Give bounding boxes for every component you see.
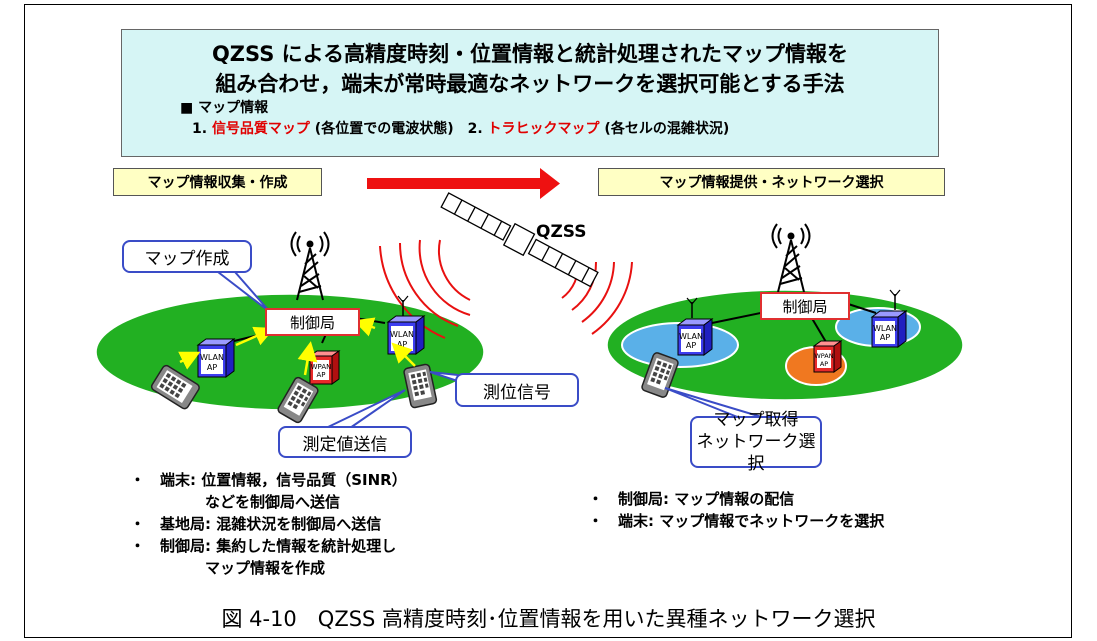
bullet-right-terminal: ・端末: マップ情報でネットワークを選択: [588, 512, 885, 530]
control-station-left: 制御局: [265, 308, 360, 336]
step-collect-create: マップ情報収集・作成: [113, 168, 322, 196]
wlan-label-1: WLAN: [200, 353, 224, 362]
wlan-label-r2: WLAN: [873, 324, 897, 333]
network-select-label: ネットワーク選択: [696, 432, 816, 474]
map-info-items: 1. 信号品質マップ (各位置での電波状態) 2. トラヒックマップ (各セルの…: [192, 118, 729, 138]
ap-label-r2: AP: [880, 333, 890, 342]
qzss-label: QZSS: [536, 222, 587, 242]
left-cell-tower: [290, 231, 330, 301]
wlan-label-r1: WLAN: [679, 332, 703, 341]
wlan-ap-right-1: WLAN AP: [676, 297, 714, 356]
bullet-terminal-cont: などを制御局へ送信: [205, 493, 341, 511]
map-info-title: ■ マップ情報: [180, 100, 269, 116]
bullet-right-control: ・制御局: マップ情報の配信: [588, 490, 795, 508]
measurement-upload-arrows: [178, 317, 416, 376]
ap-label-2: AP: [397, 340, 407, 349]
map-acquire-label: マップ取得: [713, 410, 799, 430]
wlan-label-2: WLAN: [390, 330, 414, 339]
process-arrow: [367, 168, 560, 199]
wpan-ap-left: WPAN AP: [308, 350, 341, 385]
signal-quality-map-label: 信号品質マップ: [211, 121, 310, 137]
method-summary-box: QZSS による高精度時刻・位置情報と統計処理されたマップ情報を 組み合わせ，端…: [121, 29, 939, 157]
summary-line-2: 組み合わせ，端末が常時最適なネットワークを選択可能とする手法: [215, 72, 845, 96]
terminal-left-2: [277, 376, 319, 424]
wpan-ap-label-r: AP: [820, 360, 828, 368]
item1-number: 1.: [192, 121, 212, 137]
item2-number: 2.: [467, 121, 488, 137]
positioning-signal-callout: 測位信号: [455, 373, 579, 407]
positioning-signal-arcs-right: [561, 261, 633, 335]
bullet-terminal: ・端末: 位置情報，信号品質（SINR）: [130, 471, 407, 489]
wpan-label-r: WPAN: [814, 352, 833, 360]
figure-caption: 図 4-10 QZSS 高精度時刻･位置情報を用いた異種ネットワーク選択: [221, 607, 876, 631]
summary-line-1: QZSS による高精度時刻・位置情報と統計処理されたマップ情報を: [211, 42, 849, 66]
traffic-map-label: トラヒックマップ: [487, 121, 600, 137]
bullet-base-station: ・基地局: 混雑状況を制御局へ送信: [130, 515, 382, 533]
callout-pointers: [217, 271, 766, 429]
wlan-ap-right-2: WLAN AP: [870, 289, 908, 348]
right-bullet-list: ・制御局: マップ情報の配信 ・端末: マップ情報でネットワークを選択: [588, 488, 884, 532]
control-station-right: 制御局: [760, 292, 850, 320]
left-bullet-list: ・端末: 位置情報，信号品質（SINR） などを制御局へ送信 ・基地局: 混雑状…: [130, 469, 407, 579]
positioning-signal-arcs-left: [379, 239, 471, 339]
map-acquire-callout: マップ取得 ネットワーク選択: [690, 410, 822, 474]
qzss-satellite: [440, 192, 599, 288]
ap-label-1: AP: [207, 363, 217, 372]
bullet-control-station-cont: マップ情報を作成: [205, 559, 326, 577]
item2-description: (各セルの混雑状況): [599, 121, 730, 137]
terminal-left-1: [150, 364, 200, 410]
terminal-left-3: [403, 363, 438, 409]
step-provide-select: マップ情報提供・ネットワーク選択: [598, 168, 945, 196]
wlan-ap-left-1: WLAN AP: [196, 338, 236, 378]
item1-description: (各位置での電波状態): [309, 121, 468, 137]
map-creation-callout: マップ作成: [122, 240, 252, 273]
wpan-ap-right: WPAN AP: [812, 340, 843, 373]
measurement-send-callout: 測定値送信: [278, 426, 412, 458]
figure-frame: [24, 4, 1072, 638]
wpan-ap-label: AP: [316, 371, 325, 379]
right-cell-tower: [771, 223, 811, 293]
bullet-control-station: ・制御局: 集約した情報を統計処理し: [130, 537, 397, 555]
terminal-right: [641, 352, 679, 398]
ap-label-r1: AP: [686, 341, 696, 350]
wpan-label: WPAN: [311, 363, 332, 371]
